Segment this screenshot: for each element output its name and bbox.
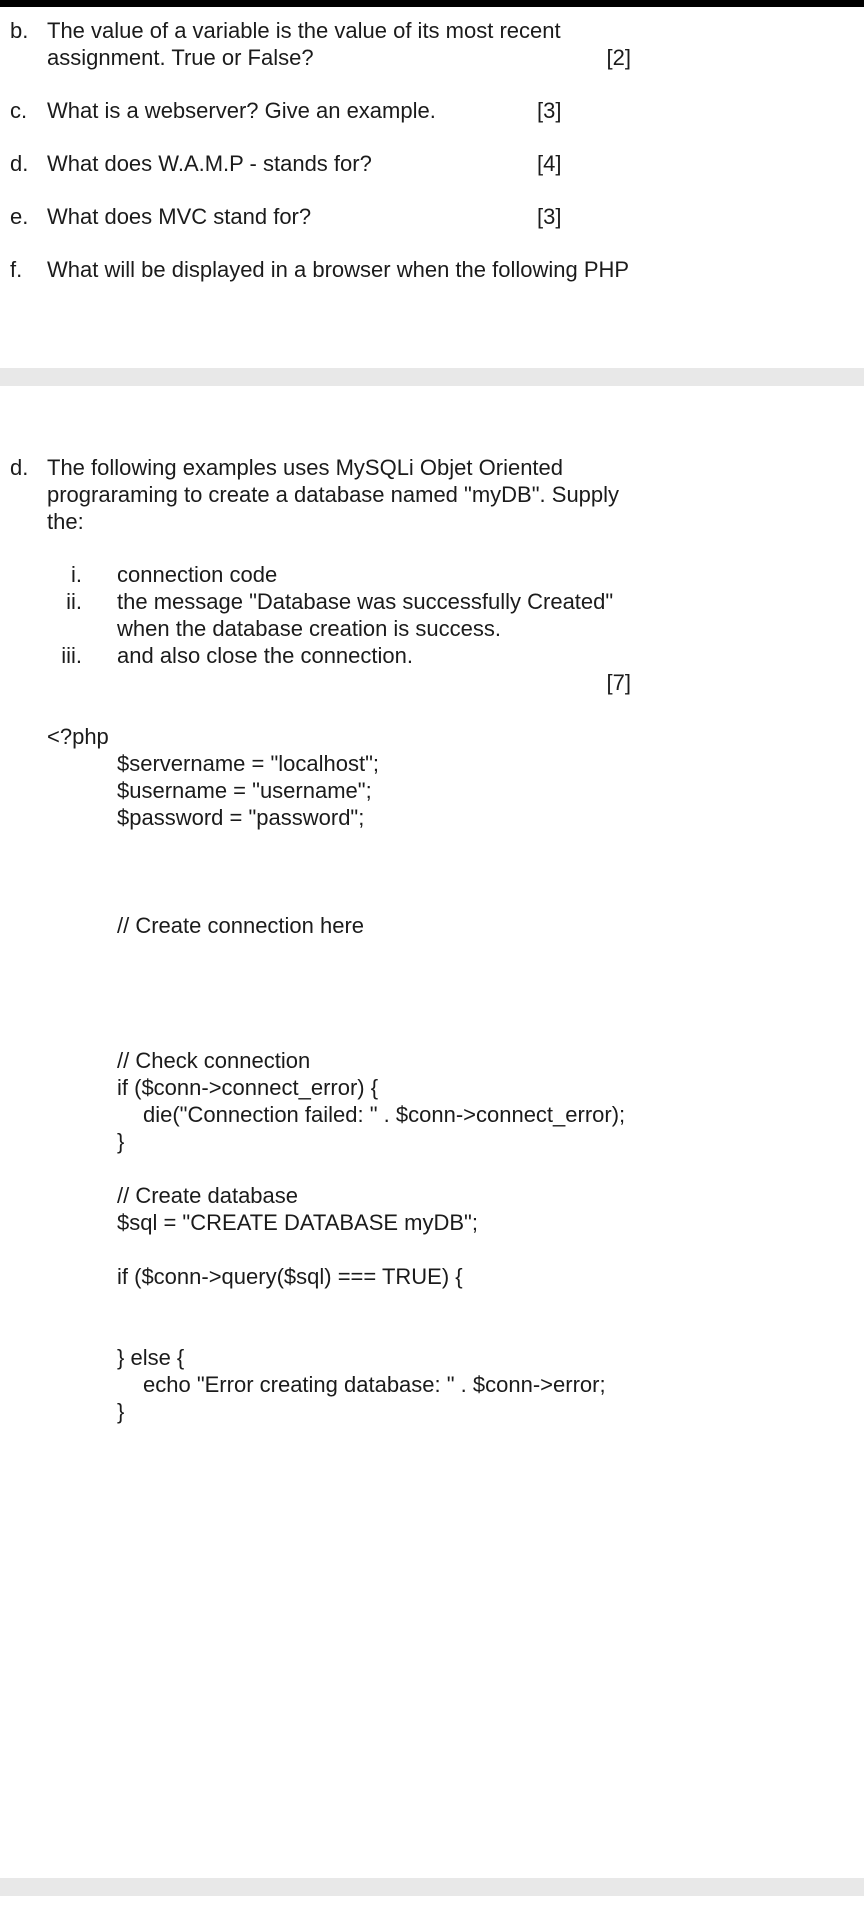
question-label: c. [10, 98, 28, 123]
text-line: prograraming to create a database named … [47, 482, 620, 507]
subitem-label: ii. [66, 589, 82, 614]
subitem-row: i. connection code [47, 561, 631, 588]
code-line [47, 993, 631, 1020]
code-line [47, 1155, 631, 1182]
subitem-row: iii. and also close the connection. [47, 642, 631, 669]
code-line [47, 1236, 631, 1263]
section-two: d. The following examples uses MySQLi Ob… [10, 454, 631, 1425]
code-line: // Create database [117, 1183, 299, 1208]
code-line: } [117, 1129, 125, 1154]
text-line: the: [47, 509, 84, 534]
subitem-text: the message "Database was successfully C… [117, 588, 613, 642]
text-line: when the database creation is success. [117, 616, 502, 641]
text-line: What does MVC stand for? [47, 204, 312, 229]
code-block: <?php $servername = "localhost";$username… [47, 723, 631, 1425]
code-line: if ($conn->connect_error) { [117, 1075, 379, 1100]
code-line: } [117, 1399, 125, 1424]
text-line: connection code [117, 562, 278, 587]
question-row: c. What is a webserver? Give an example.… [10, 97, 631, 124]
top-black-bar [0, 0, 864, 7]
code-line: $username = "username"; [117, 778, 372, 803]
subitem-label: iii. [61, 643, 82, 668]
text-line: the message "Database was successfully C… [117, 589, 614, 614]
code-line: echo "Error creating database: " . $conn… [143, 1372, 606, 1397]
code-line: $servername = "localhost"; [117, 751, 380, 776]
code-line [47, 1020, 631, 1047]
question-row: b. The value of a variable is the value … [10, 17, 631, 71]
code-line [47, 1290, 631, 1317]
text-line: What is a webserver? Give an example. [47, 98, 436, 123]
marks-badge: [4] [537, 151, 562, 176]
bottom-divider [0, 1878, 864, 1896]
code-line: die("Connection failed: " . $conn->conne… [143, 1102, 626, 1127]
question-row: e. What does MVC stand for? [3] [10, 203, 631, 230]
question-text: What will be displayed in a browser when… [47, 256, 629, 283]
question-list: b. The value of a variable is the value … [10, 7, 631, 283]
code-line [47, 885, 631, 912]
code-line: $sql = "CREATE DATABASE myDB"; [117, 1210, 478, 1235]
question-label: d. [10, 151, 29, 176]
text-line: What will be displayed in a browser when… [47, 257, 630, 282]
question-intro: The following examples uses MySQLi Objet… [47, 454, 619, 535]
subitem-text: and also close the connection. [117, 642, 413, 669]
question-row: f. What will be displayed in a browser w… [10, 256, 631, 283]
text-line: The value of a variable is the value of … [47, 18, 561, 43]
marks-badge: [2] [606, 45, 631, 70]
question-text: What is a webserver? Give an example. [47, 97, 436, 124]
marks-badge: [3] [537, 204, 562, 229]
code-line: if ($conn->query($sql) === TRUE) { [117, 1264, 463, 1289]
subitem-row: ii. the message "Database was successful… [47, 588, 631, 642]
marks-badge: [7] [606, 670, 631, 695]
code-line [47, 966, 631, 993]
question-row: d. What does W.A.M.P - stands for? [4] [10, 150, 631, 177]
text-line: What does W.A.M.P - stands for? [47, 151, 372, 176]
code-line: // Create connection here [117, 913, 365, 938]
code-line: } else { [117, 1345, 185, 1370]
subitem-list: i. connection code ii. the message "Data… [47, 561, 631, 669]
subitem-text: connection code [117, 561, 277, 588]
question-text: The value of a variable is the value of … [47, 17, 561, 71]
code-line [47, 939, 631, 966]
subitem-label: i. [71, 562, 82, 587]
question-text: What does W.A.M.P - stands for? [47, 150, 372, 177]
marks-badge: [3] [537, 98, 562, 123]
code-line: // Check connection [117, 1048, 311, 1073]
text-line: and also close the connection. [117, 643, 413, 668]
text-line: The following examples uses MySQLi Objet… [47, 455, 564, 480]
question-label: e. [10, 204, 29, 229]
code-line [47, 858, 631, 885]
section-two-question: d. The following examples uses MySQLi Ob… [10, 454, 631, 535]
question-label: d. [10, 455, 29, 480]
page-break-divider [0, 368, 864, 386]
question-label: b. [10, 18, 29, 43]
question-label: f. [10, 257, 23, 282]
text-line: assignment. True or False? [47, 45, 314, 70]
code-line [47, 831, 631, 858]
code-line: <?php [47, 724, 109, 749]
code-line [47, 1317, 631, 1344]
code-line: $password = "password"; [117, 805, 365, 830]
question-text: What does MVC stand for? [47, 203, 311, 230]
